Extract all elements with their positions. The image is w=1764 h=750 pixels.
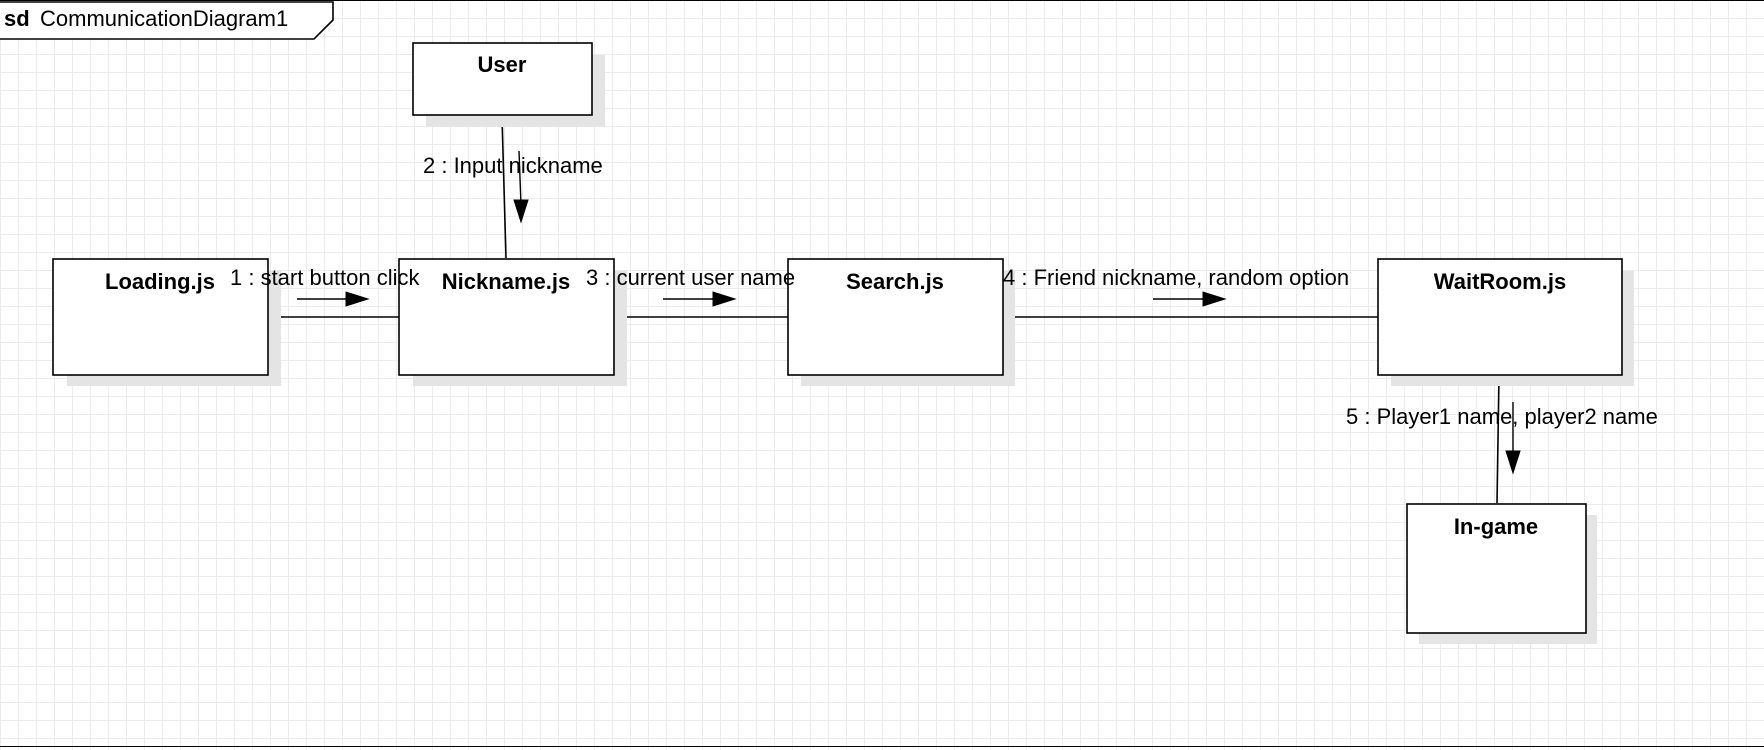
link-user-nickname[interactable] [501,116,507,259]
message-1-label: 1 : start button click [230,265,421,290]
box-search-rect[interactable] [787,258,1004,376]
box-loading-rect[interactable] [52,258,269,376]
message-2-arrowhead [513,199,529,224]
message-4-arrowhead [1202,291,1227,307]
links [268,116,1500,504]
box-user-rect[interactable] [412,42,593,116]
box-loading-label: Loading.js [105,269,215,294]
frame-header: sd CommunicationDiagram1 [0,1,334,40]
message-5-arrowhead [1505,450,1521,475]
box-ingame-label: In-game [1454,514,1538,539]
frame-kind: sd [4,6,30,31]
message-3-arrowhead [712,291,737,307]
box-user-label: User [478,52,527,77]
message-4-label: 4 : Friend nickname, random option [1003,265,1349,290]
frame-name: CommunicationDiagram1 [40,6,288,31]
message-3[interactable]: 3 : current user name [586,265,795,307]
box-search-label: Search.js [846,269,944,294]
box-waitroom-rect[interactable] [1377,258,1623,376]
message-2-arrow[interactable] [518,150,522,206]
frame-tab [0,1,334,40]
box-waitroom-label: WaitRoom.js [1434,269,1566,294]
message-2-label: 2 : Input nickname [423,153,603,178]
box-search[interactable]: Search.js [787,258,1015,386]
box-ingame-rect[interactable] [1406,503,1587,634]
message-4[interactable]: 4 : Friend nickname, random option [1003,265,1349,307]
box-ingame[interactable]: In-game [1406,503,1597,644]
box-waitroom[interactable]: WaitRoom.js [1377,258,1634,386]
box-nickname[interactable]: Nickname.js [398,258,627,386]
message-2[interactable]: 2 : Input nickname [423,150,603,224]
box-loading[interactable]: Loading.js [52,258,281,386]
box-user[interactable]: User [412,42,605,127]
message-3-label: 3 : current user name [586,265,795,290]
message-1[interactable]: 1 : start button click [230,265,421,307]
message-1-arrowhead [345,291,370,307]
link-waitroom-ingame[interactable] [1496,374,1500,504]
box-nickname-label: Nickname.js [442,269,570,294]
message-5-label: 5 : Player1 name, player2 name [1346,404,1658,429]
box-nickname-rect[interactable] [398,258,615,376]
message-5[interactable]: 5 : Player1 name, player2 name [1346,402,1658,475]
